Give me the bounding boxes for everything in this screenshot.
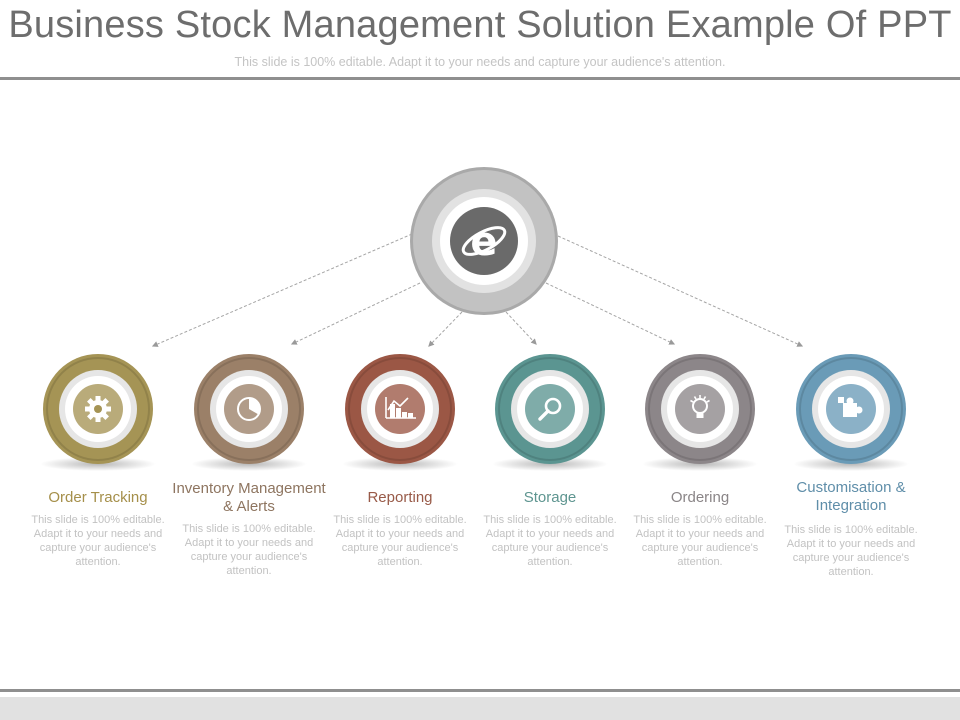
gear-icon [85, 396, 111, 422]
stage-label: Reporting [367, 489, 433, 506]
connector-line [151, 233, 413, 347]
stage-description: This slide is 100% editable. Adapt it to… [784, 524, 918, 578]
stage-label: Customisation & Integration [796, 479, 906, 514]
slide-title: Business Stock Management Solution Examp… [8, 4, 952, 46]
stage-label: Order Tracking [48, 489, 148, 506]
bar-chart-icon [385, 397, 416, 419]
node-core [675, 384, 725, 434]
bottom-divider [0, 689, 960, 692]
footer-band [0, 697, 960, 720]
connector-line [428, 311, 463, 347]
hub-node: e [410, 167, 558, 315]
stage-description: This slide is 100% editable. Adapt it to… [483, 514, 617, 568]
stage-label: Ordering [670, 489, 730, 506]
stage-node [342, 354, 458, 471]
connector-line [290, 282, 421, 345]
connector-lines [151, 233, 804, 347]
stage-label: Storage [523, 489, 577, 506]
internet-explorer-icon: e [461, 219, 507, 265]
connector-line [557, 235, 804, 347]
connector-line [505, 311, 537, 345]
stage-node [642, 354, 758, 471]
stage-description: This slide is 100% editable. Adapt it to… [633, 514, 767, 568]
connector-line [545, 282, 676, 345]
stage-label: Inventory Management & Alerts [172, 480, 326, 515]
lightbulb-icon [690, 395, 710, 418]
puzzle-piece-icon [838, 397, 863, 417]
stage-description: This slide is 100% editable. Adapt it to… [31, 514, 165, 568]
stage-description: This slide is 100% editable. Adapt it to… [333, 514, 467, 568]
stage-node [191, 354, 307, 471]
top-divider [0, 77, 960, 80]
slide-subtitle: This slide is 100% editable. Adapt it to… [234, 55, 726, 69]
magnifier-icon [538, 397, 562, 421]
stage-description: This slide is 100% editable. Adapt it to… [182, 523, 316, 577]
pie-chart-icon [237, 397, 261, 421]
stage-node [793, 354, 909, 471]
stage-node [492, 354, 608, 471]
node-core [525, 384, 575, 434]
hub-letter: e [470, 219, 497, 265]
stage-node [40, 354, 156, 471]
